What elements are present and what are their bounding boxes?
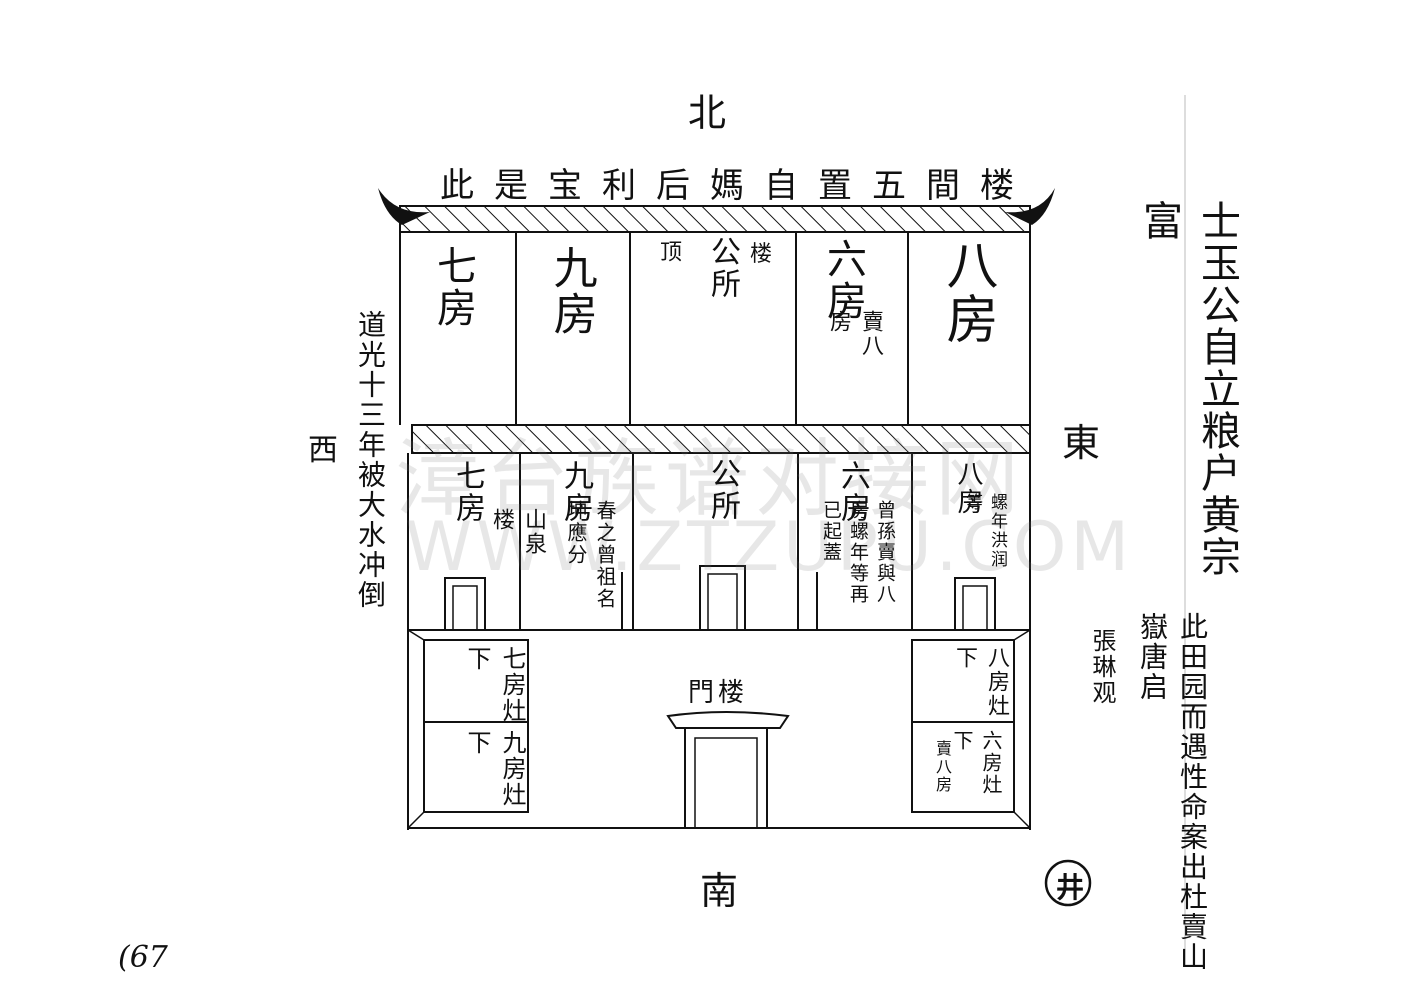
upper-room-9: 九房 <box>545 245 597 337</box>
direction-north: 北 <box>688 91 727 135</box>
upper-room-6-note: 賣八房 <box>826 310 883 358</box>
upper-room-6: 六房 <box>820 238 866 322</box>
right-bottom-small: 張琳观 <box>1088 628 1116 706</box>
direction-east: 東 <box>1062 421 1101 465</box>
watermark-cn: 漳台族谱对接网 <box>395 430 1026 528</box>
ground-room-9-note: 春之曾祖名坤應分 <box>564 500 617 610</box>
ground-room-6: 六房 <box>835 460 870 524</box>
upper-office-note-top: 楼 <box>750 242 773 267</box>
ground-office: 公所 <box>705 458 740 522</box>
direction-south: 南 <box>700 869 739 913</box>
right-kitchen-6: 六房灶下 <box>950 730 1003 796</box>
roof-title: 此是宝利后媽自置五間楼 <box>440 166 1034 206</box>
right-kitchen-8: 八房灶下 <box>952 646 1009 718</box>
gate-label: 門楼 <box>688 678 749 708</box>
ground-room-8: 八房 <box>953 460 983 516</box>
page-number: (67 <box>118 940 168 975</box>
ground-room-7-note: 山泉楼 <box>489 508 546 556</box>
watermark-url: WWW.ZTZUPU.COM <box>405 508 1134 587</box>
roof-band <box>400 206 1030 232</box>
upper-office: 公所 <box>705 236 740 300</box>
right-kitchen-6-note: 賣八房 <box>933 740 952 794</box>
ground-room-7: 七房 <box>450 460 485 524</box>
ground-room-6-note: 曾孫賣與八房螺年等再已起蓋 <box>820 500 896 605</box>
upper-room-7: 七房 <box>430 245 476 329</box>
right-note: 士玉公自立粮户黄宗富 <box>1136 200 1240 578</box>
ground-room-9: 九房 <box>558 460 593 524</box>
ground-room-8-note: 螺年洪润等 <box>962 493 1007 569</box>
left-kitchen-9: 九房灶下 <box>463 730 526 808</box>
left-kitchen-7: 七房灶下 <box>463 646 526 724</box>
well-circle <box>1044 859 1092 907</box>
well-label: 井 <box>1056 871 1085 904</box>
left-note: 道光十三年被大水冲倒 <box>354 310 387 610</box>
upper-office-note-side: 顶 <box>656 240 681 264</box>
upper-room-8: 八房 <box>937 238 997 346</box>
direction-west: 西 <box>308 433 338 468</box>
floor-band <box>412 425 1030 453</box>
right-bottom-note: 此田园而遇性命案出杜賣山嶽唐启 <box>1136 612 1209 972</box>
